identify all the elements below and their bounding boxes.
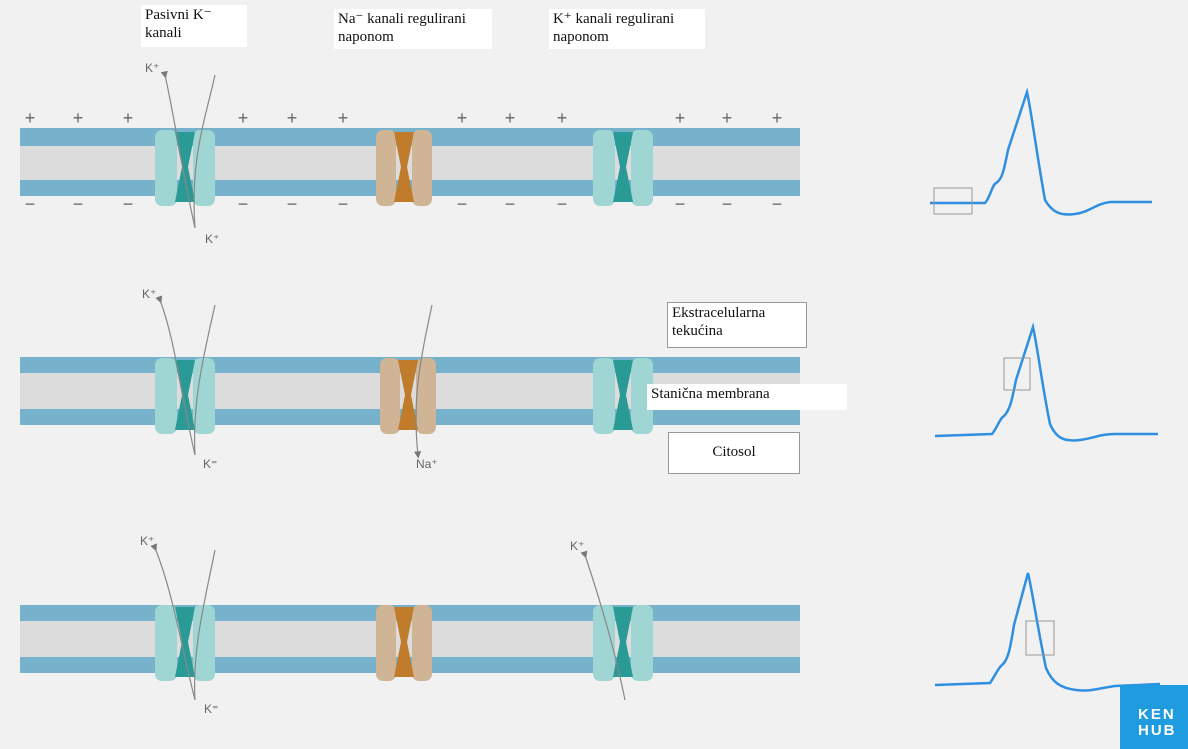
minus-charge: − (557, 194, 568, 214)
k-voltage-channel (593, 358, 653, 434)
k-voltage-channels-label: K⁺ kanali regulirani naponom (549, 9, 705, 49)
action-potential-trace-1 (930, 87, 1152, 216)
passive-k-channel (155, 130, 215, 206)
minus-charge: − (123, 194, 134, 214)
logo-line-1: KEN (1138, 706, 1176, 723)
logo-line-2: HUB (1138, 722, 1177, 739)
plus-charge: + (287, 108, 298, 128)
minus-charge: − (722, 194, 733, 214)
ion-label: K⁺ (205, 232, 219, 246)
cell-membrane-label: Stanična membrana (647, 384, 847, 410)
passive-k-channels-label: Pasivni K⁻ kanali (141, 5, 247, 47)
minus-charge: − (457, 194, 468, 214)
minus-charge: − (338, 194, 349, 214)
plus-charge: + (722, 108, 733, 128)
plus-charge: + (557, 108, 568, 128)
minus-charge: − (25, 194, 36, 214)
plus-charge: + (772, 108, 783, 128)
ion-label: K⁼ (203, 457, 217, 471)
minus-charge: − (287, 194, 298, 214)
k-voltage-channel (593, 130, 653, 206)
k-voltage-channel-open (593, 605, 653, 681)
passive-k-channel (155, 605, 215, 681)
minus-charge: − (505, 194, 516, 214)
na-voltage-channels-label: Na⁻ kanali regulirani naponom (334, 9, 492, 49)
ion-label: K⁺ (142, 287, 156, 301)
minus-charge: − (238, 194, 249, 214)
cytosol-label: Citosol (668, 432, 800, 474)
ion-label: K⁼ (204, 702, 218, 716)
na-voltage-channel (376, 130, 432, 206)
minus-charge: − (675, 194, 686, 214)
ion-label: Na⁺ (416, 457, 438, 471)
na-voltage-channel-closed (376, 605, 432, 681)
plus-charge: + (338, 108, 349, 128)
kenhub-logo: KEN HUB (1120, 685, 1188, 749)
ion-label: K⁺ (570, 539, 584, 553)
plus-charge: + (457, 108, 468, 128)
plus-charge: + (238, 108, 249, 128)
plus-charge: + (505, 108, 516, 128)
na-voltage-channel-open (380, 358, 436, 434)
plus-charge: + (25, 108, 36, 128)
membrane-charges: + − + − + − + − + − + − + − + − + − + − + − + − (25, 108, 783, 214)
action-potential-trace-3 (934, 572, 1161, 692)
extracellular-fluid-label: Ekstracelularna tekućina (667, 302, 807, 348)
action-potential-trace-2 (934, 322, 1158, 442)
ion-labels: K⁺ K⁺ K⁺ K⁼ Na⁺ K⁺ K⁼ K⁺ (140, 61, 584, 716)
ion-label: K⁺ (145, 61, 159, 75)
plus-charge: + (73, 108, 84, 128)
membrane-row-1 (20, 70, 800, 229)
plus-charge: + (675, 108, 686, 128)
minus-charge: − (73, 194, 84, 214)
minus-charge: − (772, 194, 783, 214)
passive-k-channel (155, 358, 215, 434)
membrane-row-3 (20, 543, 800, 701)
ion-label: K⁺ (140, 534, 154, 548)
plus-charge: + (123, 108, 134, 128)
